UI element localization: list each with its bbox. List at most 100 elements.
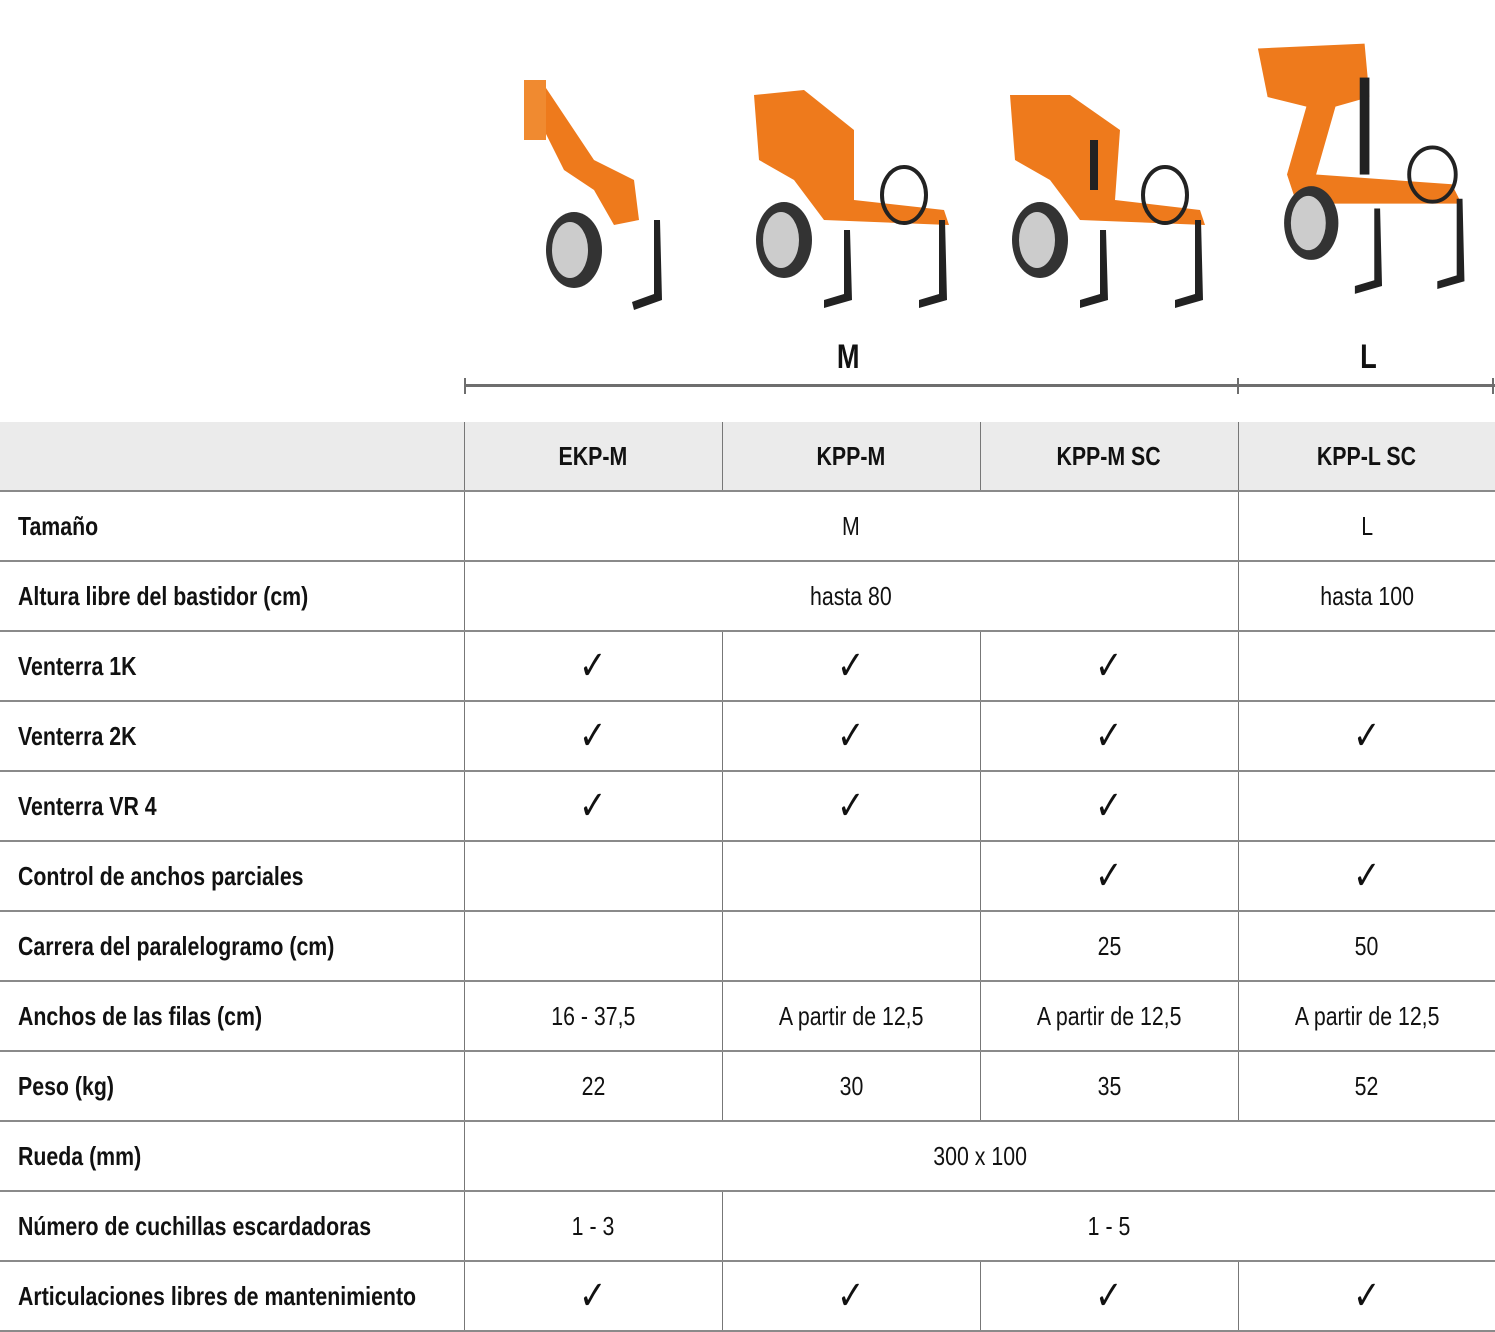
check-cell: ✓ bbox=[979, 631, 1238, 702]
checkmark-icon: ✓ bbox=[837, 714, 865, 758]
checkmark-icon: ✓ bbox=[1095, 854, 1123, 898]
column-header-text: EKP-M bbox=[558, 440, 628, 471]
checkmark-icon: ✓ bbox=[579, 714, 607, 758]
row-label: Carrera del paralelogramo (cm) bbox=[0, 911, 464, 982]
check-cell: ✓ bbox=[463, 1261, 722, 1332]
ekp-m-image bbox=[524, 80, 662, 310]
checkmark-icon: ✓ bbox=[579, 1274, 607, 1318]
product-images bbox=[464, 0, 1495, 330]
row-label: Anchos de las filas (cm) bbox=[0, 981, 464, 1052]
size-group-label-m: M bbox=[836, 338, 860, 376]
check-cell: ✓ bbox=[1237, 701, 1495, 772]
check-cell: ✓ bbox=[721, 631, 980, 702]
table-header-row: EKP-M KPP-M KPP-M SC KPP-L SC bbox=[0, 422, 1495, 492]
table-row: Venterra 2K ✓ ✓ ✓ ✓ bbox=[0, 701, 1495, 772]
row-label-text: Venterra VR 4 bbox=[18, 790, 157, 821]
cell-value: 300 x 100 bbox=[932, 1140, 1027, 1171]
row-label: Venterra 1K bbox=[0, 631, 464, 702]
value-cell: M bbox=[463, 491, 1238, 562]
check-cell: ✓ bbox=[721, 771, 980, 842]
cell-value: 1 - 3 bbox=[571, 1210, 615, 1241]
size-bracket-line bbox=[465, 384, 1495, 387]
check-cell: ✓ bbox=[463, 771, 722, 842]
cell-value: 52 bbox=[1354, 1070, 1379, 1101]
checkmark-icon: ✓ bbox=[837, 644, 865, 688]
value-cell: 52 bbox=[1237, 1051, 1495, 1122]
row-label-text: Peso (kg) bbox=[18, 1070, 114, 1101]
row-label: Control de anchos parciales bbox=[0, 841, 464, 912]
checkmark-icon: ✓ bbox=[1095, 644, 1123, 688]
row-label: Articulaciones libres de mantenimiento bbox=[0, 1261, 464, 1332]
value-cell: 25 bbox=[979, 911, 1238, 982]
value-cell bbox=[721, 841, 980, 912]
table-row: Altura libre del bastidor (cm) hasta 80 ha… bbox=[0, 561, 1495, 632]
table-row: Venterra VR 4 ✓ ✓ ✓ bbox=[0, 771, 1495, 842]
value-cell: 1 - 3 bbox=[463, 1191, 722, 1262]
table-row: Peso (kg) 22 30 35 52 bbox=[0, 1051, 1495, 1122]
checkmark-icon: ✓ bbox=[1095, 714, 1123, 758]
value-cell: hasta 80 bbox=[463, 561, 1238, 632]
checkmark-icon: ✓ bbox=[579, 784, 607, 828]
row-label: Venterra VR 4 bbox=[0, 771, 464, 842]
value-cell: hasta 100 bbox=[1237, 561, 1495, 632]
column-header-text: KPP-L SC bbox=[1317, 440, 1417, 471]
cell-value: A partir de 12,5 bbox=[778, 1000, 924, 1031]
cell-value: 35 bbox=[1097, 1070, 1121, 1101]
cell-value: hasta 80 bbox=[810, 580, 892, 611]
column-header: KPP-M bbox=[721, 422, 980, 492]
row-label-text: Anchos de las filas (cm) bbox=[18, 1000, 263, 1031]
bracket-tick bbox=[464, 378, 466, 394]
row-label-text: Rueda (mm) bbox=[18, 1140, 142, 1171]
header-corner bbox=[0, 422, 464, 492]
value-cell: A partir de 12,5 bbox=[721, 981, 980, 1052]
check-cell: ✓ bbox=[979, 771, 1238, 842]
cell-value: 30 bbox=[839, 1070, 863, 1101]
check-cell: ✓ bbox=[463, 631, 722, 702]
row-label: Rueda (mm) bbox=[0, 1121, 464, 1192]
row-label-text: Articulaciones libres de mantenimiento bbox=[18, 1280, 417, 1311]
value-cell bbox=[1237, 771, 1495, 842]
checkmark-icon: ✓ bbox=[837, 1274, 865, 1318]
bracket-tick bbox=[1492, 378, 1494, 394]
checkmark-icon: ✓ bbox=[1095, 1274, 1123, 1318]
table-row: Carrera del paralelogramo (cm) 25 50 bbox=[0, 911, 1495, 982]
value-cell: L bbox=[1237, 491, 1495, 562]
value-cell: 30 bbox=[721, 1051, 980, 1122]
cell-value: 1 - 5 bbox=[1087, 1210, 1131, 1241]
value-cell: 300 x 100 bbox=[463, 1121, 1495, 1192]
check-cell: ✓ bbox=[1237, 841, 1495, 912]
row-label: Altura libre del bastidor (cm) bbox=[0, 561, 464, 632]
row-label-text: Altura libre del bastidor (cm) bbox=[18, 580, 309, 611]
check-cell: ✓ bbox=[721, 701, 980, 772]
value-cell: A partir de 12,5 bbox=[979, 981, 1238, 1052]
cell-value: 22 bbox=[581, 1070, 605, 1101]
checkmark-icon: ✓ bbox=[1353, 714, 1381, 758]
column-header-text: KPP-M bbox=[816, 440, 886, 471]
value-cell: 35 bbox=[979, 1051, 1238, 1122]
column-header: KPP-M SC bbox=[979, 422, 1238, 492]
bracket-tick bbox=[1237, 378, 1239, 394]
row-label: Tamaño bbox=[0, 491, 464, 562]
value-cell: A partir de 12,5 bbox=[1237, 981, 1495, 1052]
cell-value: 16 - 37,5 bbox=[550, 1000, 636, 1031]
checkmark-icon: ✓ bbox=[1095, 784, 1123, 828]
row-label-text: Número de cuchillas escardadoras bbox=[18, 1210, 372, 1241]
check-cell: ✓ bbox=[1237, 1261, 1495, 1332]
row-label-text: Venterra 1K bbox=[18, 650, 137, 681]
value-cell bbox=[721, 911, 980, 982]
table-row: Anchos de las filas (cm) 16 - 37,5 A parti… bbox=[0, 981, 1495, 1052]
kpp-m-sc-image bbox=[1010, 95, 1205, 308]
checkmark-icon: ✓ bbox=[579, 644, 607, 688]
table-row: Número de cuchillas escardadoras 1 - 3 1 -… bbox=[0, 1191, 1495, 1262]
row-label: Venterra 2K bbox=[0, 701, 464, 772]
check-cell: ✓ bbox=[721, 1261, 980, 1332]
cell-value: A partir de 12,5 bbox=[1036, 1000, 1182, 1031]
table-row: Venterra 1K ✓ ✓ ✓ bbox=[0, 631, 1495, 702]
cell-value: 50 bbox=[1354, 930, 1379, 961]
cell-value: L bbox=[1360, 510, 1373, 541]
value-cell: 50 bbox=[1237, 911, 1495, 982]
value-cell bbox=[463, 841, 722, 912]
check-cell: ✓ bbox=[463, 701, 722, 772]
row-label-text: Carrera del paralelogramo (cm) bbox=[18, 930, 335, 961]
